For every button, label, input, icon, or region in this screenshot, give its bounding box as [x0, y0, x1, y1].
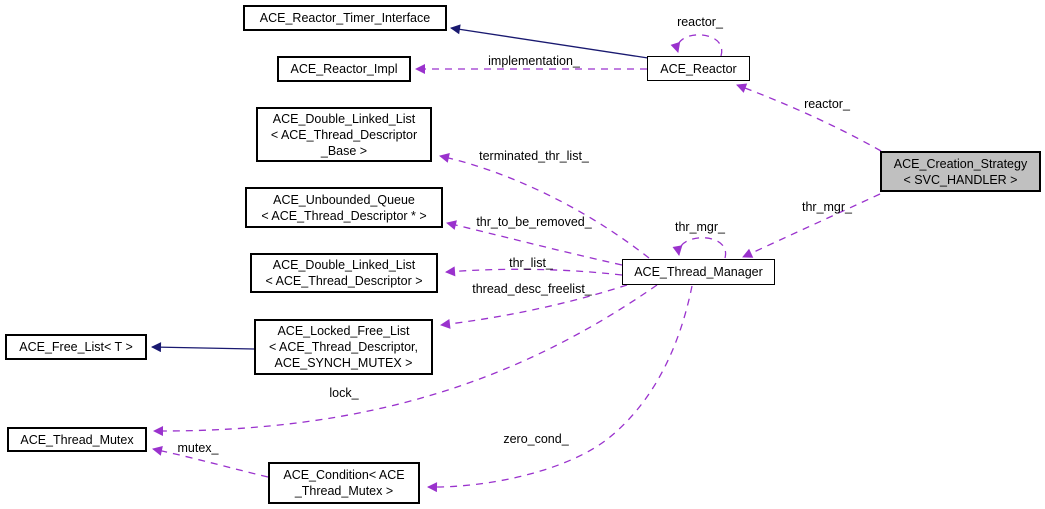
edge-label-reactor: reactor_: [804, 97, 850, 111]
edge-mutex: [152, 445, 269, 478]
edge-thr-to-be-removed: [446, 220, 623, 266]
edge-label-thr-mgr-self: thr_mgr_: [674, 220, 726, 234]
edge-reactor-self-loop: [670, 34, 723, 57]
edge-label-zero-cond: zero_cond_: [503, 432, 569, 446]
node-ace-reactor-timer-interface[interactable]: ACE_Reactor_Timer_Interface: [243, 5, 447, 31]
node-ace-thread-manager[interactable]: ACE_Thread_Manager: [622, 259, 775, 285]
edge-label-terminated-thr-list: terminated_thr_list_: [479, 149, 589, 163]
node-ace-reactor[interactable]: ACE_Reactor: [647, 56, 750, 81]
edge-label-thread-desc-freelist: thread_desc_freelist_: [472, 282, 592, 296]
node-ace-unbounded-queue[interactable]: ACE_Unbounded_Queue < ACE_Thread_Descrip…: [245, 187, 443, 228]
node-ace-condition[interactable]: ACE_Condition< ACE _Thread_Mutex >: [268, 462, 420, 504]
edge-creation-to-reactor: [736, 83, 882, 152]
node-ace-thread-mutex[interactable]: ACE_Thread_Mutex: [7, 427, 147, 452]
edge-label-mutex: mutex_: [177, 441, 219, 455]
edge-lock: [153, 284, 658, 437]
node-ace-creation-strategy: ACE_Creation_Strategy < SVC_HANDLER >: [880, 151, 1041, 192]
edge-label-thr-mgr: thr_mgr_: [801, 200, 853, 214]
node-ace-double-linked-list-base[interactable]: ACE_Double_Linked_List < ACE_Thread_Desc…: [256, 107, 432, 162]
node-ace-locked-free-list[interactable]: ACE_Locked_Free_List < ACE_Thread_Descri…: [254, 319, 433, 375]
edge-label-thr-to-be-removed: thr_to_be_removed_: [476, 215, 592, 229]
edge-label-lock: lock_: [329, 386, 359, 400]
node-ace-double-linked-list[interactable]: ACE_Double_Linked_List < ACE_Thread_Desc…: [250, 253, 438, 293]
edge-thread-manager-self-loop: [672, 237, 727, 259]
edge-inherit-reactor-timer-interface: [450, 24, 649, 59]
node-ace-reactor-impl[interactable]: ACE_Reactor_Impl: [277, 56, 411, 82]
edge-thr-list: [445, 266, 623, 277]
edge-thread-desc-freelist: [440, 284, 628, 329]
edge-inherit-free-list: [151, 342, 255, 353]
edge-label-implementation: implementation_: [488, 54, 580, 68]
edge-label-reactor-self: reactor_: [677, 15, 723, 29]
edge-terminated-thr-list: [439, 153, 650, 259]
edge-label-thr-list: thr_list_: [509, 256, 553, 270]
edge-zero-cond: [427, 285, 693, 493]
node-ace-free-list[interactable]: ACE_Free_List< T >: [5, 334, 147, 360]
